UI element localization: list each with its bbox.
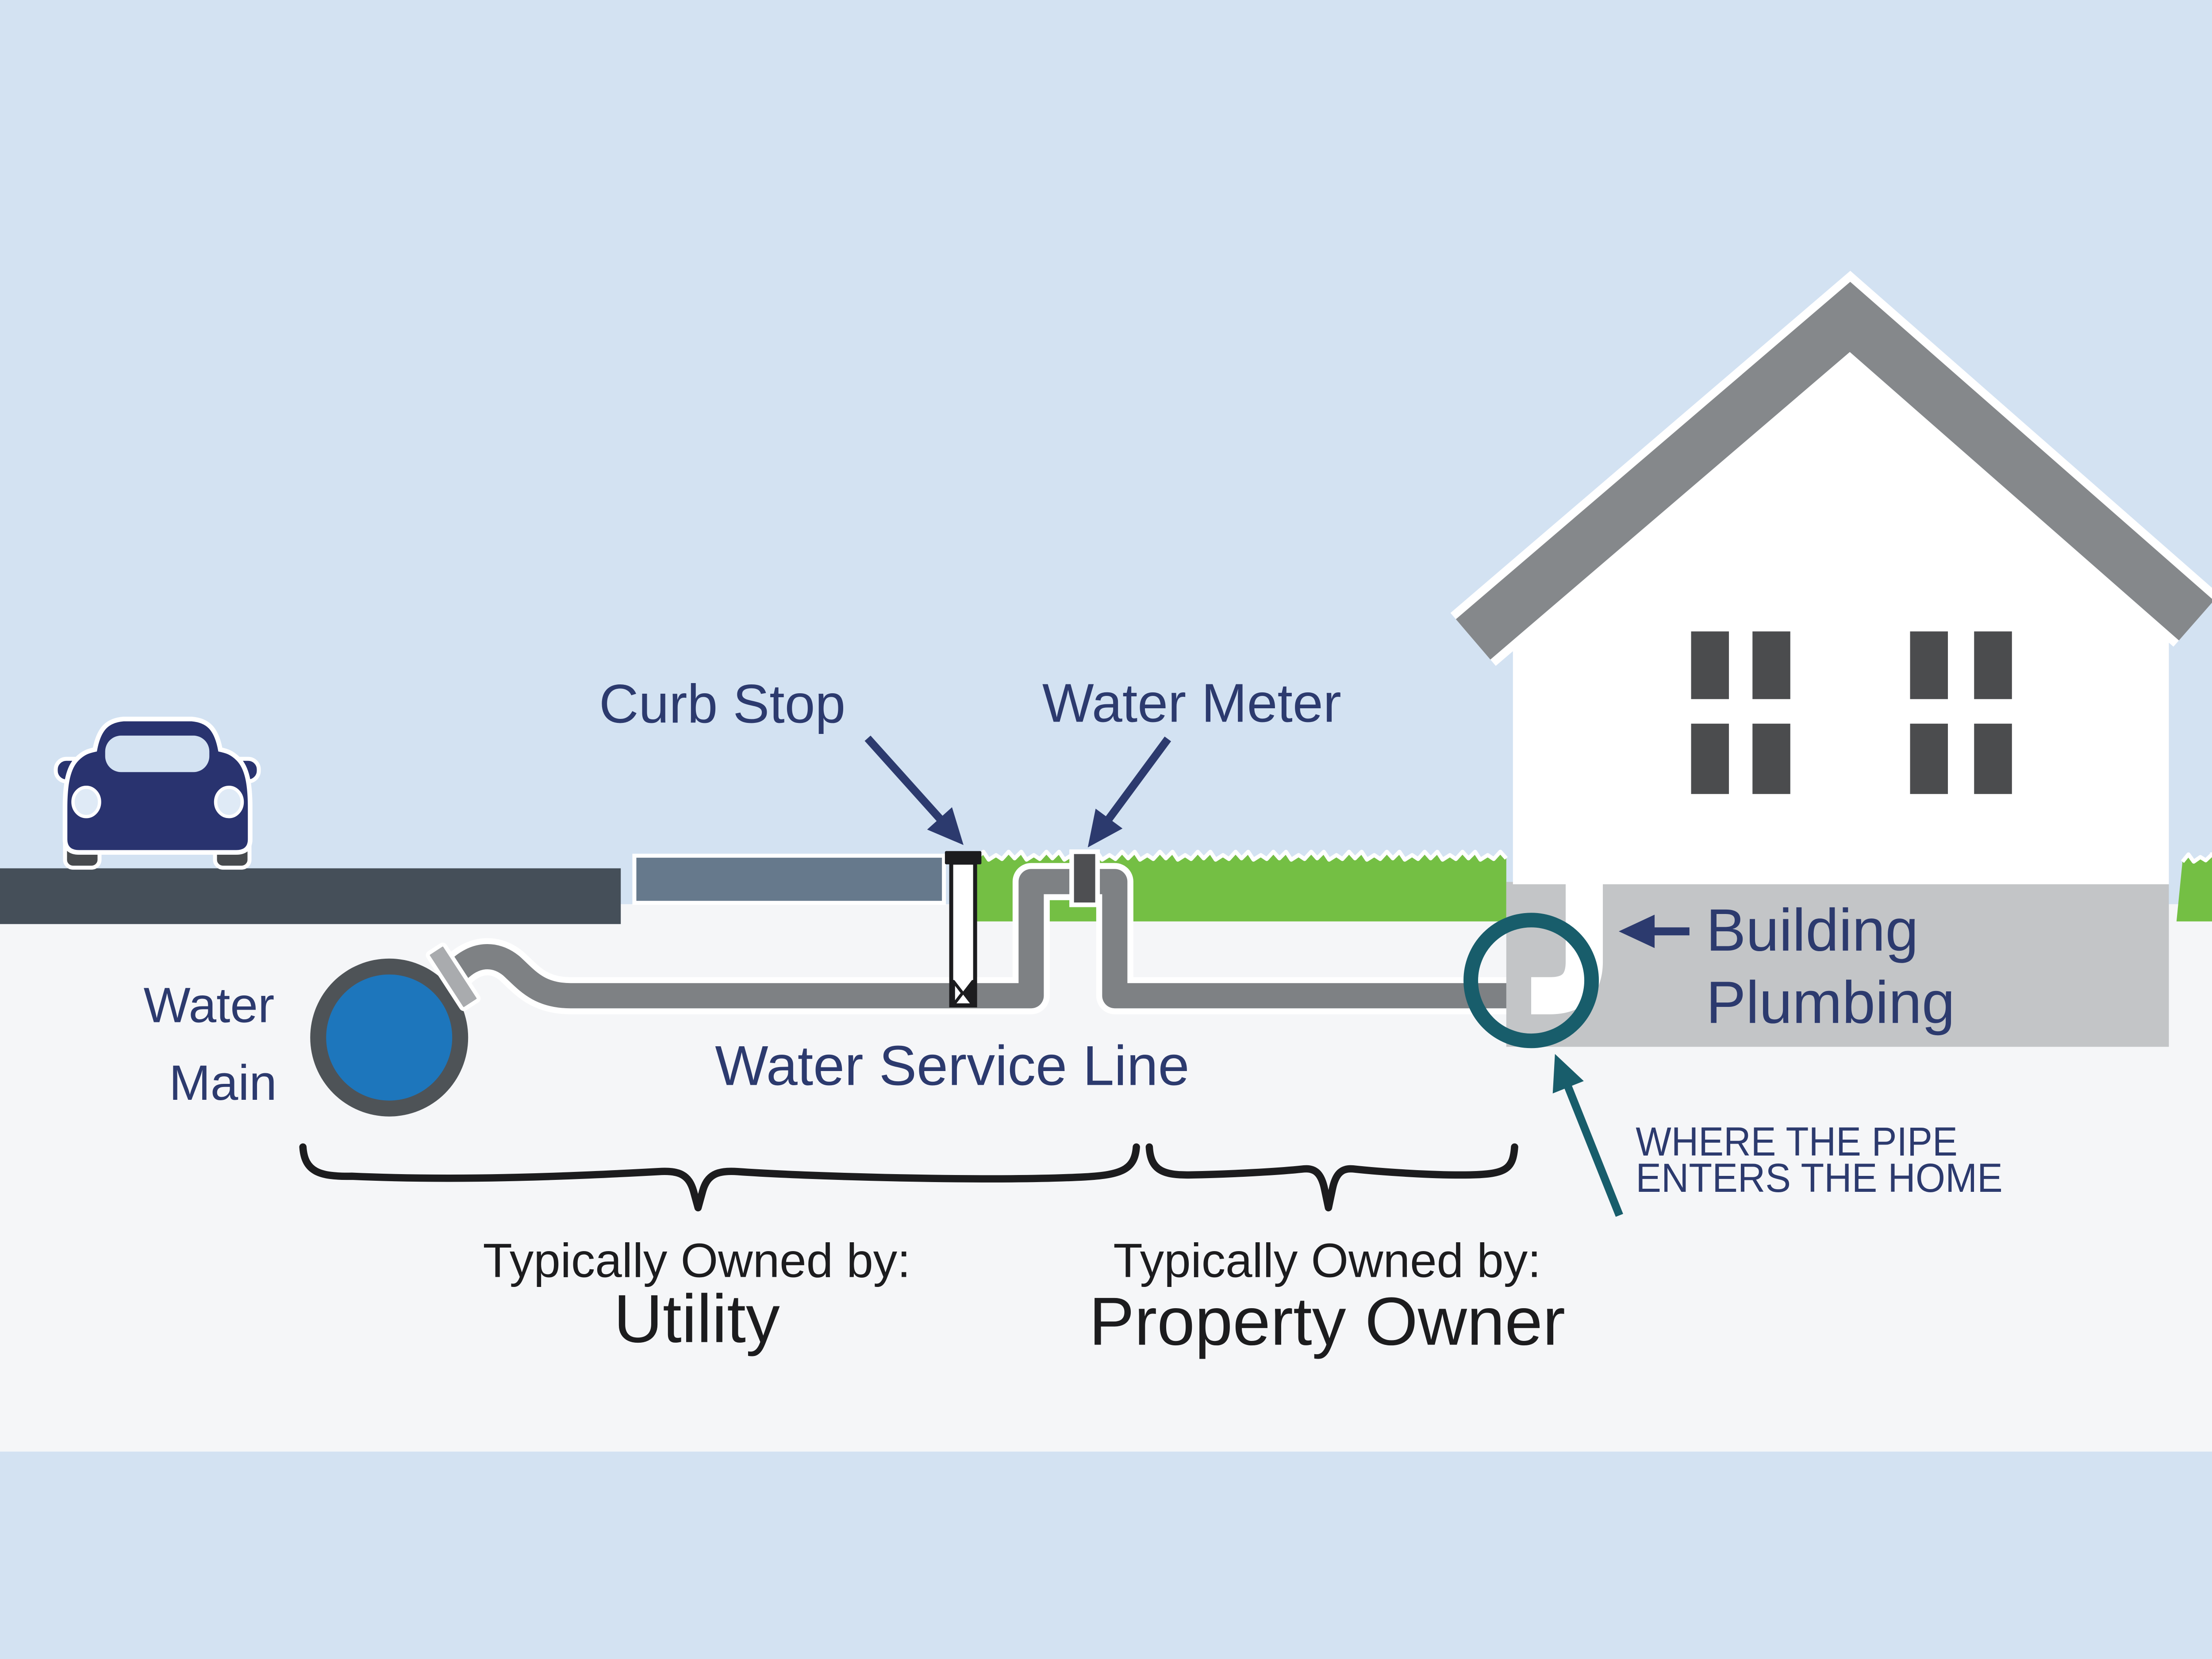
water-meter-label: Water Meter: [1042, 672, 1341, 733]
window-right: [1910, 631, 2012, 794]
water-meter-arrow: [1087, 736, 1171, 848]
window-left: [1691, 631, 1790, 794]
road: [0, 868, 621, 924]
house: [1450, 271, 2212, 1047]
water-service-line-pipe: [426, 863, 1520, 1014]
building-plumbing-label-line1: Building: [1706, 897, 1918, 964]
car-windshield: [105, 735, 210, 772]
curb-stop-cap: [945, 851, 982, 864]
owner-brace: [1145, 1143, 1518, 1212]
grass-middle-outline: [975, 849, 1508, 862]
service-pipe: [449, 869, 1520, 1009]
pipe-entry-circle: [1463, 913, 1599, 1048]
owner-owned-prefix: Typically Owned by:: [1113, 1234, 1541, 1288]
sidewalk: [632, 853, 946, 905]
owner-owned-value: Property Owner: [1089, 1283, 1566, 1359]
water-service-line-label: Water Service Line: [715, 1034, 1189, 1097]
grass-right: [2176, 852, 2212, 922]
water-meter-device: [1069, 849, 1100, 907]
curb-stop-device: [945, 851, 982, 1007]
curb-stop-arrow: [864, 735, 964, 845]
water-main-pipe: [326, 974, 453, 1101]
water-main-label-line2: Main: [169, 1055, 277, 1110]
building-plumbing-label-line2: Plumbing: [1706, 969, 1955, 1036]
utility-owned-value: Utility: [614, 1281, 780, 1357]
car-icon: [54, 717, 261, 870]
car-headlight-right: [214, 786, 244, 818]
curb-stop-valve-icon: [952, 980, 975, 1006]
pipe-entry-label-line2: ENTERS THE HOME: [1636, 1156, 2002, 1201]
pipe-entry-arrow: [1552, 1054, 1623, 1217]
water-main-label-line1: Water: [144, 977, 275, 1033]
roof: [1455, 281, 2212, 660]
pipe-entry-label-line1: WHERE THE PIPE: [1636, 1119, 1957, 1164]
grass-right-outline: [2181, 852, 2212, 864]
main-connector-fitting: [426, 942, 481, 1011]
utility-owned-prefix: Typically Owned by:: [483, 1234, 910, 1288]
car-headlight-left: [71, 786, 101, 818]
curb-stop-label: Curb Stop: [599, 674, 845, 735]
water-main: [310, 958, 469, 1117]
house-foundation: [1506, 882, 2169, 1047]
utility-brace: [299, 1143, 1140, 1212]
